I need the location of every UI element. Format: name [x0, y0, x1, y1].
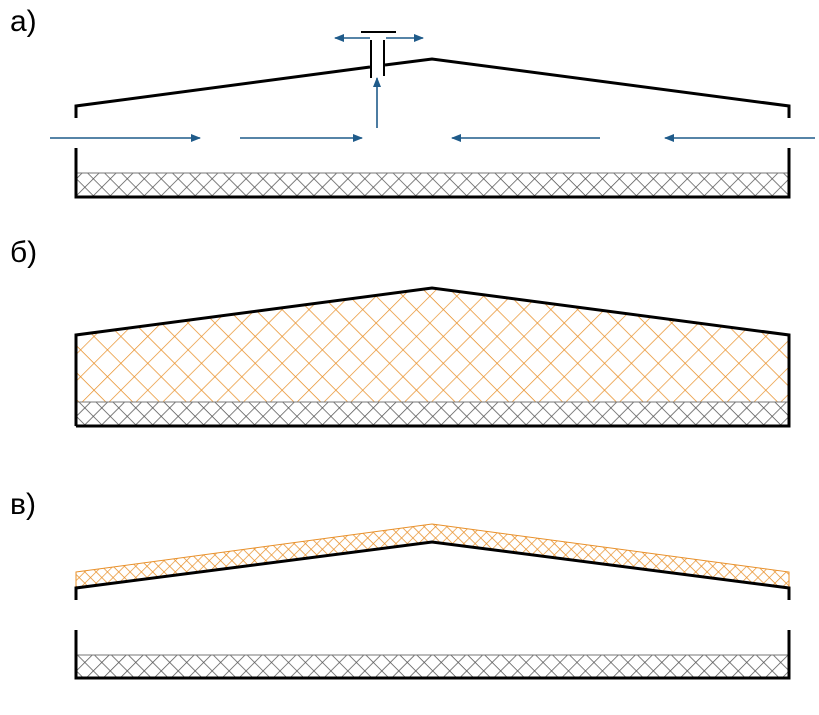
- roof-insulation: [75, 523, 790, 589]
- roof: [74, 540, 791, 600]
- insulation-fill: [76, 288, 789, 402]
- panel-label-a: а): [10, 5, 37, 38]
- panel-label-c: в): [10, 488, 36, 521]
- floor-hatch: [75, 172, 790, 198]
- panel-a: [50, 31, 815, 199]
- floor-hatch: [75, 654, 790, 679]
- panel-c: [74, 523, 791, 680]
- building-outline: [74, 286, 791, 428]
- walls-floor: [74, 148, 791, 199]
- vent-pipe: [370, 40, 385, 78]
- panel-b: [74, 286, 791, 428]
- panel-label-b: б): [10, 236, 38, 269]
- roof: [74, 57, 791, 118]
- walls-floor: [74, 630, 791, 680]
- floor-hatch: [75, 401, 790, 427]
- airflow-arrows: [50, 34, 815, 142]
